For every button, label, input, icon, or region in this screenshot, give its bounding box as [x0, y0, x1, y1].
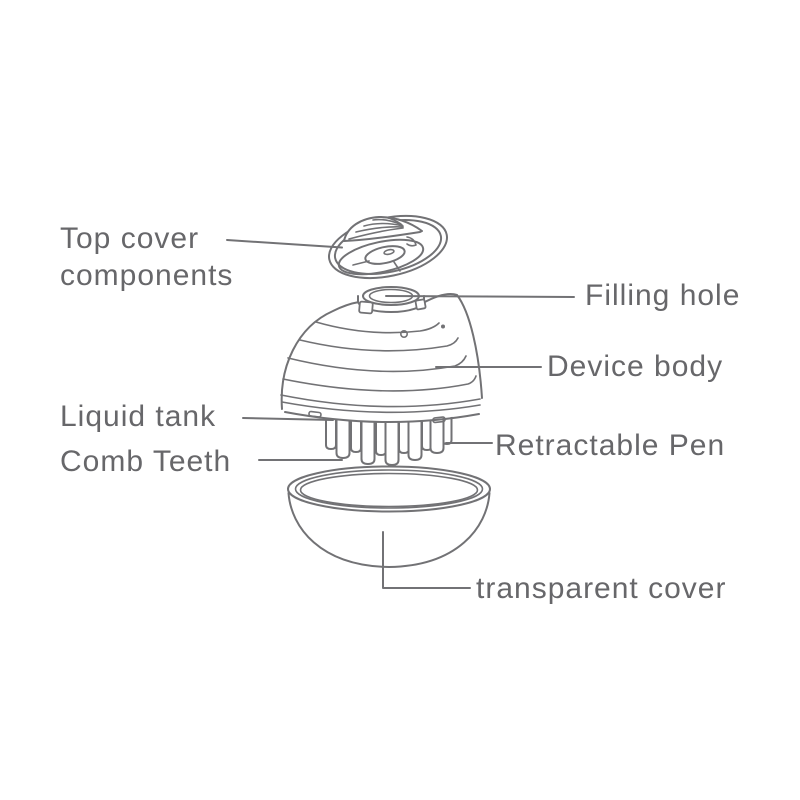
transparent-cover-drawing	[287, 465, 491, 568]
body-dot	[441, 324, 445, 329]
top-cover-tab	[406, 236, 417, 247]
transparent-cover-leader-line	[382, 531, 471, 589]
liquid-tank-band-line	[281, 401, 481, 414]
device-body-left-edge	[280, 301, 360, 410]
body-ridge	[287, 355, 467, 373]
label-retractable-pen: Retractable Pen	[495, 429, 726, 462]
cover-bowl-silhouette	[287, 492, 491, 568]
cover-rim-middle	[294, 469, 484, 509]
top-cover-leader-line	[226, 239, 343, 249]
label-liquid-tank: Liquid tank	[60, 400, 217, 433]
top-cover-drawing	[328, 215, 448, 279]
filling-hole-leader-line	[385, 295, 575, 298]
label-top-cover: Top cover components	[60, 222, 234, 292]
liquid-tank-slot-right	[432, 416, 446, 424]
top-cover-ring	[337, 238, 425, 276]
cover-rim-outer	[287, 465, 491, 513]
body-ridge	[299, 337, 459, 352]
top-cover-spoke-left	[352, 260, 370, 266]
body-ridge	[282, 375, 477, 392]
device-body-drawing	[280, 286, 483, 424]
body-ridge	[315, 321, 440, 334]
body-vent-hole	[399, 329, 408, 338]
top-cover-rib	[382, 216, 402, 225]
label-filling-hole: Filling hole	[585, 279, 741, 312]
top-cover-rib	[348, 227, 404, 240]
liquid-tank-leader-line	[242, 417, 334, 421]
label-device-body: Device body	[547, 350, 724, 383]
top-cover-rib	[355, 226, 404, 233]
cover-rim-inner	[299, 472, 479, 508]
top-cover-spoke-right	[393, 261, 401, 272]
filling-cap-notch	[358, 300, 374, 315]
top-cover-center-dot	[383, 248, 395, 256]
label-transparent-cover: transparent cover	[476, 572, 727, 605]
filling-cap-tab	[414, 298, 427, 311]
liquid-tank-band-top	[280, 394, 481, 408]
label-comb-teeth: Comb Teeth	[60, 445, 232, 478]
top-cover-rib	[372, 218, 403, 226]
liquid-tank-slot-left	[308, 410, 322, 418]
top-cover-rib	[363, 222, 404, 227]
